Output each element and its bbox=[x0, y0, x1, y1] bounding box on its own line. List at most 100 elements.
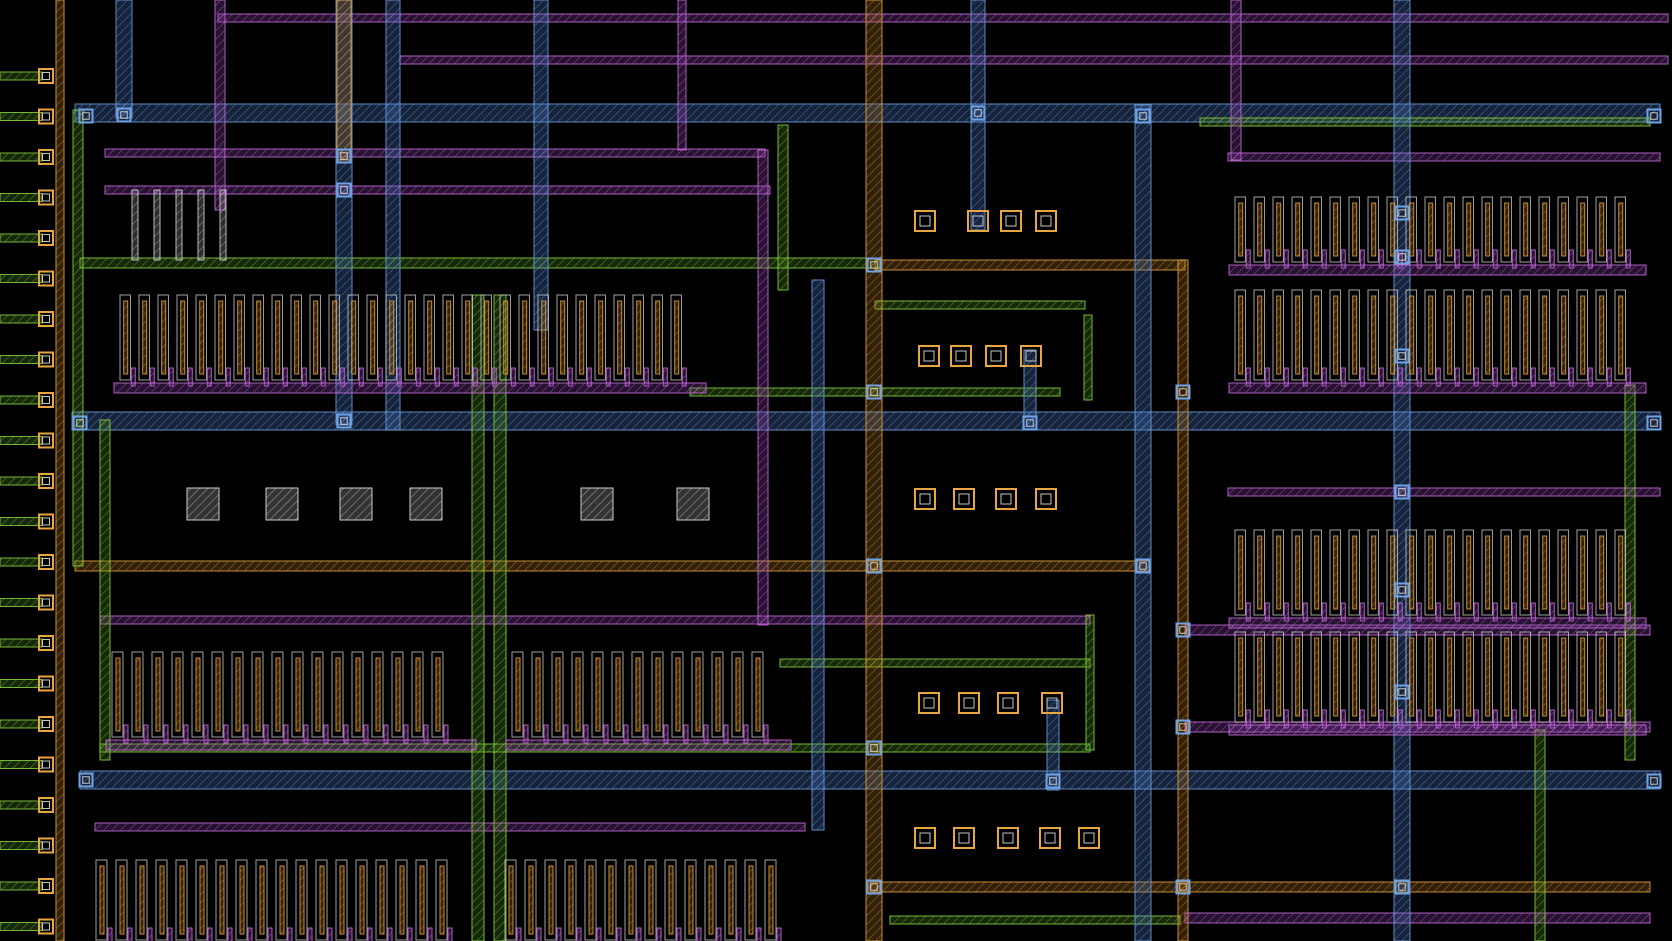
via-core-33 bbox=[1000, 493, 1012, 505]
cellrow-a-cell-22 bbox=[537, 294, 549, 381]
via-core-12 bbox=[42, 558, 50, 566]
cellrow-d-cell-7 bbox=[235, 859, 248, 941]
left-pin-stub-10 bbox=[0, 476, 43, 486]
cellrow-a-gate-8 bbox=[256, 300, 262, 375]
cellrow-f-gate-15 bbox=[1504, 202, 1510, 257]
via-core-8 bbox=[42, 396, 50, 404]
cellrow-g-gate-15 bbox=[1504, 295, 1510, 375]
cellrow-c-gate-7 bbox=[635, 657, 641, 732]
cellrow-e-gate-3 bbox=[548, 865, 554, 935]
cellrow-f-gate-11 bbox=[1428, 202, 1434, 257]
cellrow-e-stub-3 bbox=[556, 927, 562, 941]
cellrow-f-cell-15 bbox=[1519, 196, 1531, 263]
cellrow-g-gate-18 bbox=[1561, 295, 1567, 375]
via-cluster-13 bbox=[958, 692, 980, 714]
cellrow-a-gate-18 bbox=[446, 300, 452, 375]
cellrow-i-rail bbox=[1228, 724, 1647, 736]
cellrow-i-cell-15 bbox=[1519, 631, 1531, 723]
via-core-65 bbox=[1179, 626, 1187, 634]
cellrow-h-gate-9 bbox=[1390, 535, 1396, 610]
cellrow-d-cell-5 bbox=[195, 859, 208, 941]
cellrow-b-gate-10 bbox=[295, 657, 301, 732]
green-v-2 bbox=[99, 419, 111, 761]
cellrow-g-cell-15 bbox=[1519, 289, 1531, 381]
left-pin-stub-3 bbox=[0, 193, 43, 202]
cellrow-b-gate-3 bbox=[155, 657, 161, 732]
cellrow-a-gate-19 bbox=[465, 300, 471, 375]
cellrow-i-gate-20 bbox=[1599, 637, 1605, 717]
cellrow-f-gate-14 bbox=[1485, 202, 1491, 257]
cellrow-c-gate-8 bbox=[655, 657, 661, 732]
via-cluster-0 bbox=[914, 210, 936, 232]
cellrow-g-cell-14 bbox=[1500, 289, 1512, 381]
via-core-68 bbox=[1398, 209, 1406, 217]
cellrow-a-cell-13 bbox=[366, 294, 378, 381]
cellrow-a-gate-9 bbox=[275, 300, 281, 375]
cellrow-f-cell-11 bbox=[1443, 196, 1455, 263]
cellrow-g-gate-17 bbox=[1542, 295, 1548, 375]
via-core-48 bbox=[974, 109, 982, 117]
cellrow-h-gate-2 bbox=[1257, 535, 1263, 610]
cellrow-i-cell-8 bbox=[1386, 631, 1398, 723]
cellrow-h-cell-0 bbox=[1234, 529, 1246, 616]
orange-rail-3 bbox=[869, 881, 1651, 893]
cellrow-b-gate-5 bbox=[195, 657, 201, 732]
via-core-10 bbox=[42, 477, 50, 485]
cellrow-b-cell-3 bbox=[171, 651, 184, 738]
cellrow-i-cell-13 bbox=[1481, 631, 1493, 723]
fill-block-5 bbox=[676, 487, 710, 521]
cellrow-f-gate-5 bbox=[1314, 202, 1320, 257]
cellrow-a-gate-23 bbox=[541, 300, 547, 375]
rail-via-2 bbox=[336, 148, 352, 164]
cellrow-a-cell-16 bbox=[423, 294, 435, 381]
cellrow-a-cell-28 bbox=[651, 294, 663, 381]
cellrow-d-cell-12 bbox=[335, 859, 348, 941]
via-cluster-3 bbox=[1035, 210, 1057, 232]
cellrow-d-cell-11 bbox=[315, 859, 328, 941]
cellrow-i-cell-18 bbox=[1576, 631, 1588, 723]
cellrow-h-cell-1 bbox=[1253, 529, 1265, 616]
rail-via-6 bbox=[1646, 108, 1662, 124]
left-pin-via-19 bbox=[38, 837, 54, 854]
orange-v-3 bbox=[1177, 259, 1189, 941]
rail-via-25 bbox=[1394, 249, 1410, 265]
cellrow-e-cell-3 bbox=[564, 859, 577, 941]
cellrow-e-cell-5 bbox=[604, 859, 617, 941]
cellrow-e-cell-10 bbox=[704, 859, 717, 941]
cellrow-a-cell-6 bbox=[233, 294, 245, 381]
rail-via-3 bbox=[336, 182, 352, 198]
cellrow-b-cell-8 bbox=[271, 651, 284, 738]
cellrow-f-cell-0 bbox=[1234, 196, 1246, 263]
via-core-39 bbox=[919, 832, 931, 844]
cellrow-d-cell-2 bbox=[135, 859, 148, 941]
cellrow-h-cell-11 bbox=[1443, 529, 1455, 616]
cellrow-f-cell-3 bbox=[1291, 196, 1303, 263]
cellrow-e-cell-2 bbox=[544, 859, 557, 941]
cellrow-h-gate-16 bbox=[1523, 535, 1529, 610]
rail-via-23 bbox=[1175, 879, 1191, 895]
cellrow-b-gate-16 bbox=[415, 657, 421, 732]
cellrow-e-gate-6 bbox=[608, 865, 614, 935]
left-pin-via-11 bbox=[38, 513, 54, 530]
cellrow-f-gate-3 bbox=[1276, 202, 1282, 257]
cellrow-c-cell-6 bbox=[631, 651, 644, 738]
via-cluster-6 bbox=[985, 345, 1007, 367]
cellrow-a-gate-29 bbox=[655, 300, 661, 375]
left-pin-stub-6 bbox=[0, 314, 43, 324]
cellrow-a-gate-10 bbox=[294, 300, 300, 375]
cellrow-d-stub-12 bbox=[327, 927, 333, 941]
cellrow-f-cell-12 bbox=[1462, 196, 1474, 263]
left-pin-via-18 bbox=[38, 797, 54, 813]
cellrow-i-cell-0 bbox=[1234, 631, 1246, 723]
cellrow-d-cell-4 bbox=[175, 859, 188, 941]
left-pin-via-21 bbox=[38, 918, 54, 935]
cellrow-c-gate-3 bbox=[555, 657, 561, 732]
cellrow-d-gate-4 bbox=[159, 865, 165, 935]
cellrow-e-stub-13 bbox=[756, 927, 762, 941]
cellrow-a-cell-20 bbox=[499, 294, 511, 381]
cellrow-f-gate-12 bbox=[1447, 202, 1453, 257]
cellrow-g-cell-10 bbox=[1424, 289, 1436, 381]
cellrow-b-cell-15 bbox=[411, 651, 424, 738]
cellrow-h-cell-16 bbox=[1538, 529, 1550, 616]
